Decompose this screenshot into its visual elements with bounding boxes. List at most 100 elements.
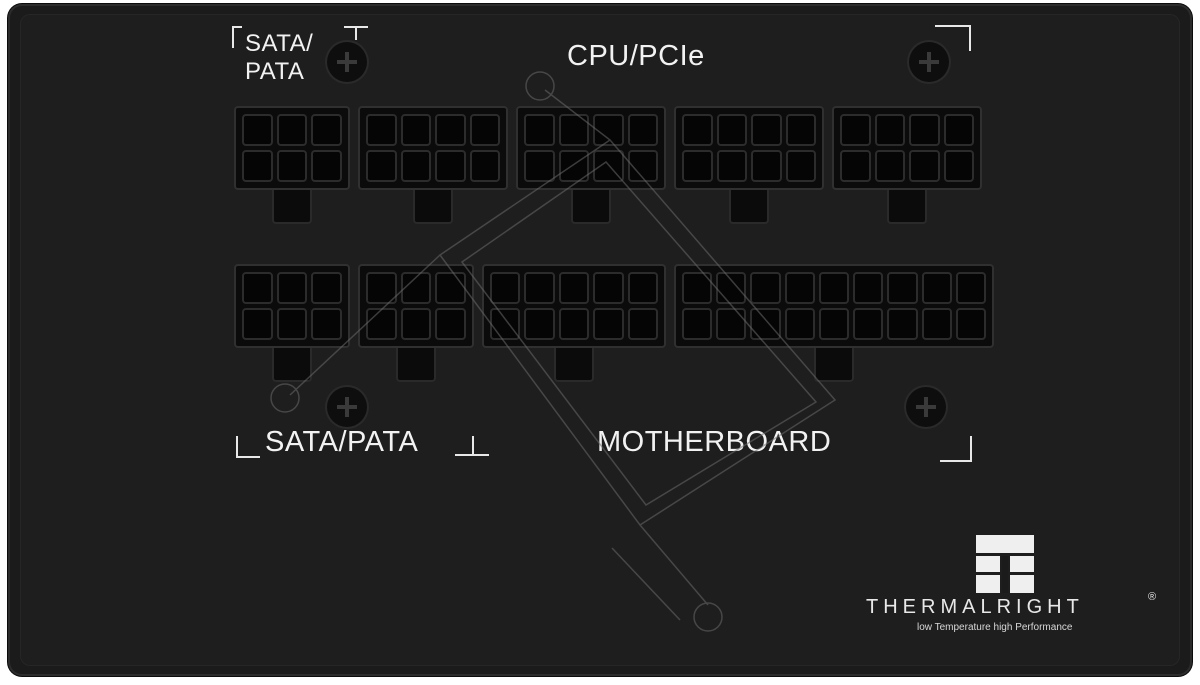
screw-top-left <box>327 42 367 82</box>
bracket-bottom-left-end <box>455 454 489 456</box>
connector-pin <box>627 308 658 340</box>
connector-pin <box>593 308 624 340</box>
connector-pin <box>366 114 397 146</box>
connector-8pin[interactable] <box>358 106 508 190</box>
connector-pin <box>818 272 850 304</box>
screw-top-right <box>909 42 949 82</box>
connector-pin <box>593 114 624 146</box>
connector-pin <box>887 308 918 340</box>
connector-pin <box>682 272 713 304</box>
brand-registered: ® <box>1148 591 1157 603</box>
connector-pin <box>490 308 521 340</box>
connector-pin <box>311 308 342 340</box>
connector-pin <box>593 150 624 182</box>
connector-pin <box>311 114 342 146</box>
connector-pin <box>818 308 850 340</box>
label-sata-pata-top-line2: PATA <box>245 58 305 85</box>
connector-pin <box>593 272 624 304</box>
connector-6pin[interactable] <box>358 264 474 348</box>
connector-pin <box>524 308 555 340</box>
connector-pin <box>784 272 815 304</box>
connector-pin <box>627 150 658 182</box>
brand-tagline: low Temperature high Performance <box>917 622 1073 633</box>
connector-pin <box>435 114 466 146</box>
connector-6pin[interactable] <box>234 106 350 190</box>
connector-latch <box>396 348 436 382</box>
label-cpu-pcie: CPU/PCIe <box>567 40 705 72</box>
connector-pin <box>909 150 940 182</box>
connector-pin <box>435 308 466 340</box>
bracket-bottom-right <box>940 436 972 462</box>
connector-pin <box>242 308 273 340</box>
connector-pin <box>524 150 555 182</box>
connector-6pin[interactable] <box>234 264 350 348</box>
connector-8pin[interactable] <box>516 106 666 190</box>
bracket-top-right <box>935 25 971 51</box>
connector-pin <box>469 114 500 146</box>
connector-latch <box>814 348 854 382</box>
connector-pin <box>400 114 431 146</box>
connector-pin <box>840 114 871 146</box>
screw-bottom-right <box>906 387 946 427</box>
connector-8pin[interactable] <box>674 106 824 190</box>
connector-pin <box>276 308 308 340</box>
thermalright-logo-icon <box>976 535 1034 593</box>
connector-pin <box>558 272 590 304</box>
connector-pin <box>469 150 500 182</box>
connector-8pin[interactable] <box>832 106 982 190</box>
connector-latch <box>571 190 611 224</box>
connector-pin <box>558 114 589 146</box>
connector-pin <box>276 272 308 304</box>
connector-pin <box>311 272 342 304</box>
connector-pin <box>400 150 431 182</box>
connector-pin <box>366 272 397 304</box>
connector-pin <box>558 150 589 182</box>
connector-18pin[interactable] <box>674 264 994 348</box>
label-sata-pata-top: SATA/ PATA <box>245 30 313 86</box>
connector-pin <box>921 308 952 340</box>
connector-pin <box>435 272 466 304</box>
connector-10pin[interactable] <box>482 264 666 348</box>
connector-pin <box>955 272 986 304</box>
connector-pin <box>276 150 308 182</box>
label-motherboard: MOTHERBOARD <box>597 426 832 458</box>
connector-pin <box>524 272 555 304</box>
connector-pin <box>627 272 658 304</box>
connector-pin <box>909 114 940 146</box>
connector-pin <box>716 114 747 146</box>
connector-pin <box>490 272 521 304</box>
connector-pin <box>242 272 273 304</box>
connector-pin <box>716 308 747 340</box>
connector-pin <box>853 308 884 340</box>
connector-pin <box>874 150 905 182</box>
connector-latch <box>554 348 594 382</box>
connector-pin <box>750 272 781 304</box>
connector-pin <box>276 114 308 146</box>
connector-pin <box>840 150 871 182</box>
connector-pin <box>366 308 397 340</box>
connector-pin <box>716 150 747 182</box>
connector-pin <box>874 114 905 146</box>
connector-pin <box>242 114 273 146</box>
connector-pin <box>524 114 555 146</box>
connector-pin <box>400 272 432 304</box>
connector-pin <box>751 114 782 146</box>
connector-pin <box>750 308 781 340</box>
connector-pin <box>716 272 747 304</box>
label-sata-pata-top-line1: SATA/ <box>245 30 314 57</box>
connector-pin <box>943 150 974 182</box>
connector-pin <box>785 114 816 146</box>
connector-pin <box>435 150 466 182</box>
connector-pin <box>558 308 590 340</box>
label-sata-pata-bottom: SATA/PATA <box>265 426 419 458</box>
connector-pin <box>887 272 918 304</box>
connector-pin <box>400 308 432 340</box>
connector-pin <box>682 308 713 340</box>
bracket-bottom-left <box>236 436 260 458</box>
brand-name: THERMALRIGHT <box>866 596 1084 618</box>
connector-pin <box>784 308 815 340</box>
connector-latch <box>887 190 927 224</box>
connector-pin <box>853 272 884 304</box>
connector-latch <box>272 190 312 224</box>
connector-latch <box>272 348 312 382</box>
